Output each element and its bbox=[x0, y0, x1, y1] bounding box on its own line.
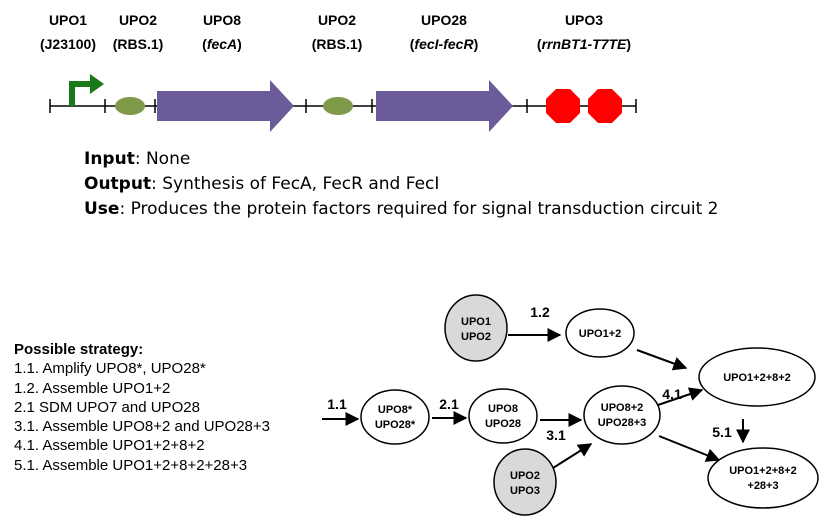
strategy-step: 1.2. Assemble UPO1+2 bbox=[14, 379, 171, 397]
terminator-icon bbox=[546, 89, 580, 123]
use-value: : Produces the protein factors required … bbox=[119, 199, 719, 219]
output-value: : Synthesis of FecA, FecR and FecI bbox=[151, 174, 440, 194]
input-value: : None bbox=[134, 149, 191, 169]
strategy-step: 3.1. Assemble UPO8+2 and UPO28+3 bbox=[14, 418, 270, 436]
arrow-5-1 bbox=[658, 435, 721, 462]
part-sub-upo8-italic: fecA bbox=[207, 36, 237, 52]
promoter-icon bbox=[69, 74, 104, 106]
input-label: Input bbox=[84, 149, 135, 169]
input-line: Input: None bbox=[84, 147, 190, 172]
part-sub-upo28-italic: fecI-fecR bbox=[414, 36, 474, 52]
node-text: UPO28 bbox=[485, 418, 521, 430]
node-upo2-upo3: UPO2 UPO3 bbox=[493, 448, 557, 516]
node-text: UPO1+2 bbox=[579, 328, 622, 340]
part-sub-upo2-b: (RBS.1) bbox=[312, 36, 363, 52]
part-sub-upo1: (J23100) bbox=[40, 36, 96, 52]
node-text: UPO3 bbox=[510, 485, 540, 497]
output-line: Output: Synthesis of FecA, FecR and FecI bbox=[84, 172, 439, 197]
node-text: +28+3 bbox=[747, 480, 778, 492]
node-upo8-upo28-star: UPO8* UPO28* bbox=[360, 389, 430, 445]
part-label-upo28: UPO28 bbox=[421, 12, 467, 28]
node-upo1-2: UPO1+2 bbox=[565, 308, 635, 358]
node-upo1-2-8-2-28-3: UPO1+2+8+2 +28+3 bbox=[707, 447, 819, 509]
cds-fecA-arrow bbox=[157, 80, 294, 132]
output-label: Output bbox=[84, 174, 152, 194]
node-text: UPO1+2+8+2 bbox=[723, 372, 791, 384]
use-label: Use bbox=[84, 199, 120, 219]
node-upo8-2-upo28-3: UPO8+2 UPO28+3 bbox=[583, 385, 661, 445]
node-text: UPO28+3 bbox=[598, 417, 647, 429]
part-label-upo3: UPO3 bbox=[565, 12, 603, 28]
node-text: UPO2 bbox=[461, 331, 491, 343]
part-label-upo1: UPO1 bbox=[49, 12, 87, 28]
step-label-4-1: 4.1 bbox=[662, 386, 682, 402]
part-sub-upo2-a: (RBS.1) bbox=[113, 36, 164, 52]
node-text: UPO8+2 bbox=[601, 402, 644, 414]
part-sub-upo28: (fecI-fecR) bbox=[410, 36, 478, 52]
part-labels: UPO1 (J23100) UPO2 (RBS.1) UPO8 (fecA) U… bbox=[40, 12, 631, 52]
node-upo1-upo2: UPO1 UPO2 bbox=[444, 294, 508, 362]
strategy-step: 1.1. Amplify UPO8*, UPO28* bbox=[14, 360, 206, 378]
step-label-5-1: 5.1 bbox=[712, 424, 732, 440]
part-label-upo2-a: UPO2 bbox=[119, 12, 157, 28]
part-sub-upo3-italic: rrnBT1-T7TE bbox=[542, 36, 627, 52]
node-text: UPO1+2+8+2 bbox=[729, 465, 797, 477]
arrow-to-1-2-8-2 bbox=[636, 349, 688, 371]
node-text: UPO2 bbox=[510, 470, 540, 482]
strategy-list: Possible strategy: 1.1. Amplify UPO8*, U… bbox=[14, 340, 270, 475]
assembly-flow: 1.2 1.1 2.1 3.1 4.1 5.1 UPO1 UPO2 UPO1+2… bbox=[322, 294, 819, 516]
use-line: Use: Produces the protein factors requir… bbox=[84, 197, 719, 222]
node-upo8-upo28: UPO8 UPO28 bbox=[468, 388, 538, 444]
strategy-step: 2.1 SDM UPO7 and UPO28 bbox=[14, 398, 200, 416]
part-sub-upo3: (rrnBT1-T7TE) bbox=[537, 36, 631, 52]
part-boundaries bbox=[49, 99, 637, 113]
part-sub-upo8: (fecA) bbox=[202, 36, 242, 52]
strategy-title: Possible strategy: bbox=[14, 341, 144, 358]
terminator-icon bbox=[588, 89, 622, 123]
step-label-1-1: 1.1 bbox=[327, 396, 347, 412]
arrow-3-1 bbox=[552, 443, 593, 469]
construct-map bbox=[49, 74, 637, 132]
node-text: UPO28* bbox=[375, 419, 416, 431]
part-label-upo2-b: UPO2 bbox=[318, 12, 356, 28]
node-upo1-2-8-2: UPO1+2+8+2 bbox=[698, 347, 816, 407]
rbs-icon bbox=[323, 97, 353, 115]
step-label-2-1: 2.1 bbox=[439, 396, 459, 412]
rbs-icon bbox=[115, 97, 145, 115]
arrow-4-1 bbox=[654, 387, 704, 407]
node-text: UPO8* bbox=[378, 404, 413, 416]
strategy-step: 5.1. Assemble UPO1+2+8+2+28+3 bbox=[14, 456, 248, 474]
node-text: UPO1 bbox=[461, 316, 491, 328]
node-text: UPO8 bbox=[488, 403, 518, 415]
strategy-step: 4.1. Assemble UPO1+2+8+2 bbox=[14, 437, 205, 455]
part-label-upo8: UPO8 bbox=[203, 12, 241, 28]
step-label-3-1: 3.1 bbox=[546, 427, 566, 443]
cds-fecI-fecR-arrow bbox=[376, 80, 513, 132]
step-label-1-2: 1.2 bbox=[530, 304, 550, 320]
